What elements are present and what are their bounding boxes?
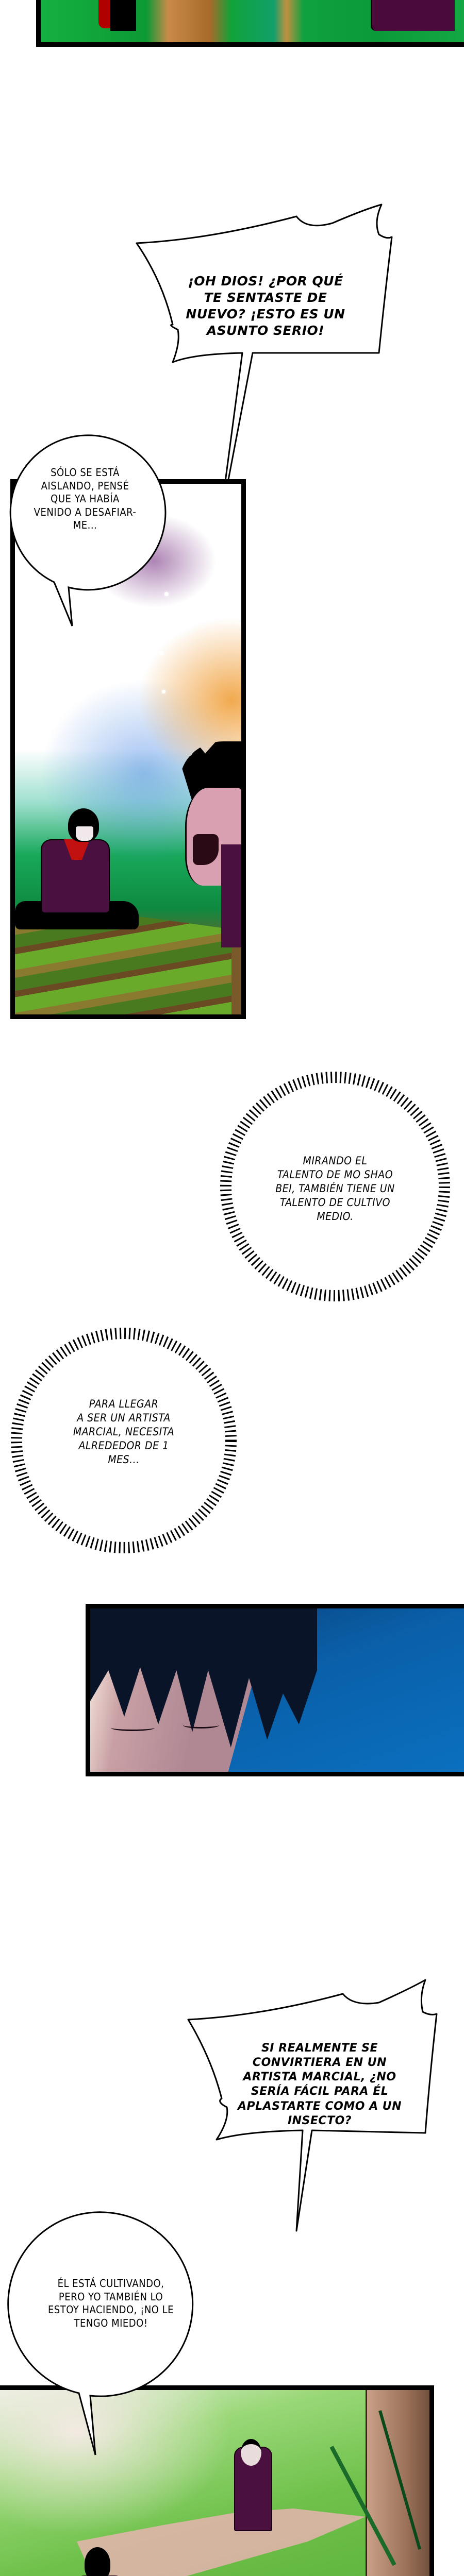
line: APLASTARTE COMO A UN: [237, 2099, 402, 2113]
panel-4: [0, 2385, 434, 2576]
panel-3: [86, 1604, 464, 1776]
line: ARTISTA MARCIAL, ¿NO: [243, 2071, 396, 2084]
line: AISLANDO, PENSÉ: [41, 479, 129, 492]
sparkle: [159, 651, 163, 655]
speech-bubble-2: [7, 2211, 194, 2455]
line: SERÍA FÁCIL PARA ÉL: [251, 2085, 389, 2098]
line: INSECTO?: [287, 2114, 352, 2127]
line: ALREDEDOR DE 1: [78, 1439, 169, 1452]
dark-trunk-shape: [110, 0, 136, 31]
shouting-man-mouth: [193, 834, 219, 865]
line: SI REALMENTE SE: [261, 2042, 378, 2055]
shouting-man-standing-head: [241, 2439, 261, 2466]
speech-bubble-2-text: ÉL ESTÁ CULTIVANDO, PERO YO TAMBIÉN LO E…: [26, 2277, 196, 2330]
thought-bubble-1: [220, 1072, 450, 1301]
line: ASUNTO SERIO!: [206, 323, 325, 338]
sparkle: [139, 625, 142, 629]
line: PERO YO TAMBIÉN LO: [58, 2290, 163, 2303]
line: VENIDO A DESAFIAR-: [34, 505, 137, 518]
line: BEI, TAMBIÉN TIENE UN: [275, 1182, 395, 1195]
line: ESTOY HACIENDO, ¡NO LE: [47, 2303, 174, 2316]
line: MEDIO.: [317, 1210, 354, 1223]
boy-back-head: [85, 2547, 110, 2576]
shout-bubble-1: [136, 204, 393, 529]
thought-bubble-2: [11, 1328, 237, 1553]
sparkle: [162, 690, 165, 693]
line: QUE YA HABÍA: [51, 493, 120, 505]
thought-bubble-1-text: MIRANDO EL TALENTO DE MO SHAO BEI, TAMBI…: [258, 1154, 412, 1223]
line: PARA LLEGAR: [89, 1398, 159, 1410]
sparkle: [164, 592, 169, 596]
closed-eye-right: [183, 1722, 219, 1728]
shout-bubble-2-text: SI REALMENTE SE CONVIRTIERA EN UN ARTIST…: [227, 2041, 412, 2128]
scarf-shape: [98, 0, 111, 28]
line: A SER UN ARTISTA: [77, 1411, 171, 1424]
line: TENGO MIEDO!: [74, 2316, 148, 2329]
closed-eye-left: [111, 1724, 155, 1731]
shouting-man-standing: [234, 2447, 272, 2531]
shout-bubble-2: [187, 1979, 438, 2232]
line: TE SENTASTE DE: [204, 290, 327, 305]
speech-bubble-1-text: SÓLO SE ESTÁ AISLANDO, PENSÉ QUE YA HABÍ…: [18, 466, 152, 532]
line: MES...: [108, 1453, 140, 1466]
panel-2: [10, 479, 246, 1019]
dirt-path: [77, 2509, 366, 2576]
sitting-boy-face: [76, 826, 93, 841]
line: SÓLO SE ESTÁ: [51, 466, 120, 479]
line: ÉL ESTÁ CULTIVANDO,: [57, 2277, 164, 2290]
line: TALENTO DE CULTIVO: [279, 1196, 391, 1209]
thought-bubble-2-text: PARA LLEGAR A SER UN ARTISTA MARCIAL, NE…: [49, 1397, 198, 1466]
line: TALENTO DE MO SHAO: [277, 1168, 393, 1181]
shouting-man-coat: [221, 844, 241, 947]
shout-bubble-1-text: ¡OH DIOS! ¿POR QUÉ TE SENTASTE DE NUEVO?…: [168, 273, 363, 339]
line: NUEVO? ¡ESTO ES UN: [186, 307, 345, 321]
line: MARCIAL, NECESITA: [73, 1425, 175, 1438]
line: CONVIRTIERA EN UN: [252, 2056, 387, 2070]
panel-1: [36, 0, 464, 47]
coat-shape: [371, 0, 455, 31]
speech-bubble-1: [9, 434, 167, 626]
line: MIRANDO EL: [303, 1155, 368, 1167]
line: ME...: [73, 519, 97, 532]
line: ¡OH DIOS! ¿POR QUÉ: [188, 274, 343, 289]
